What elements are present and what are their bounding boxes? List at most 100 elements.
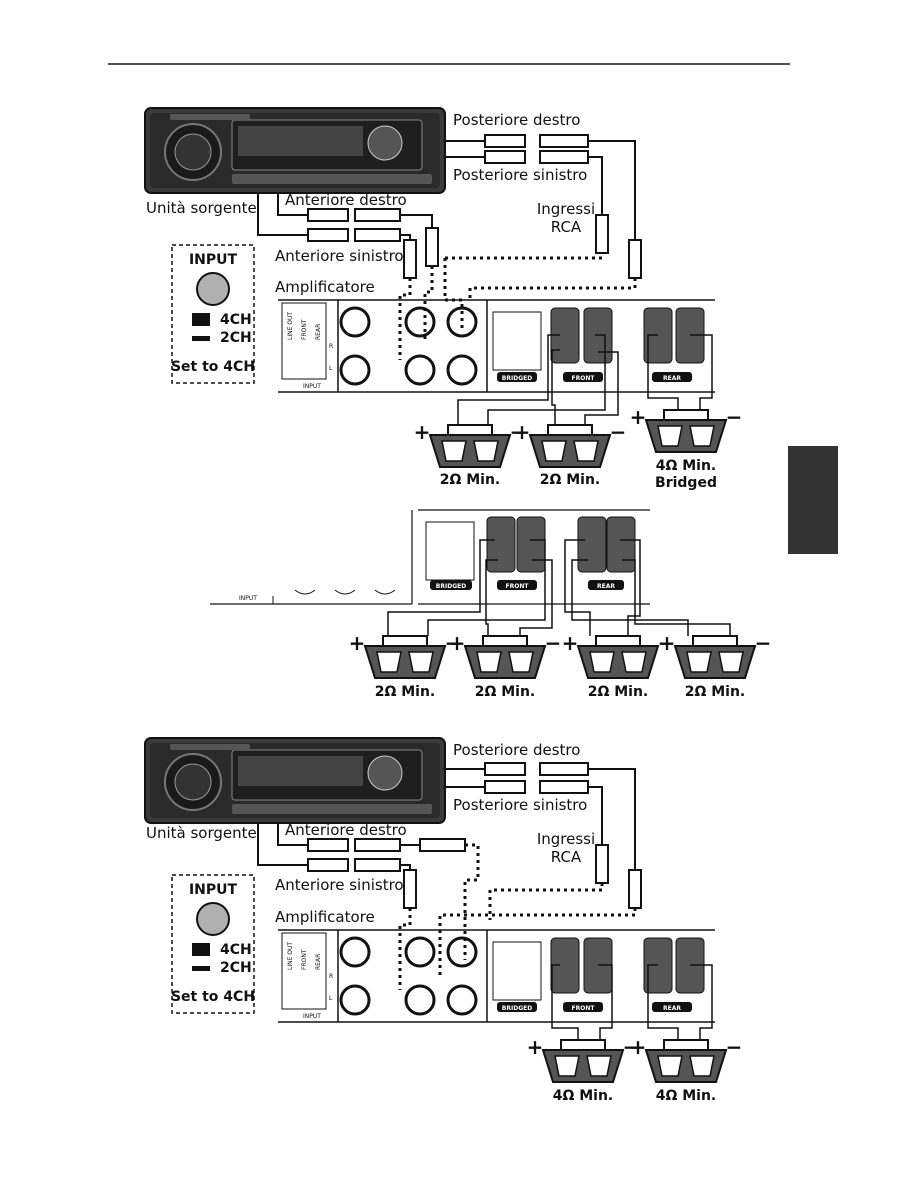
- speaker-2-impedance: 2Ω Min.: [475, 684, 536, 700]
- speaker-wires: [457, 334, 713, 425]
- svg-text:−: −: [610, 420, 627, 444]
- speaker-wires: [551, 964, 713, 1040]
- front-tab: FRONT: [572, 375, 596, 382]
- line-out-label: LINE OUT: [287, 942, 294, 970]
- language-thumb-tab: [788, 446, 838, 554]
- l-label: L: [329, 365, 333, 372]
- input-panel-label: INPUT: [303, 1013, 321, 1020]
- set-to-4ch-label: Set to 4CH: [171, 359, 255, 375]
- rca-inputs-label-line1: Ingressi: [537, 200, 595, 218]
- d1-speaker-3-icon: +−: [630, 405, 743, 453]
- diagram-4ch-2-speakers: [144, 737, 715, 1040]
- amplifier-panel: [210, 509, 650, 605]
- speaker-1-impedance: 2Ω Min.: [375, 684, 436, 700]
- input-panel-label: INPUT: [239, 595, 257, 602]
- front-input-label: FRONT: [301, 949, 308, 970]
- option-4ch: 4CH: [220, 942, 252, 958]
- rear-input-label: REAR: [315, 324, 322, 340]
- option-2ch: 2CH: [220, 960, 252, 976]
- head-unit: [144, 737, 446, 824]
- svg-text:+: +: [349, 631, 366, 655]
- speaker-3-impedance: 2Ω Min.: [588, 684, 649, 700]
- r-label: R: [329, 343, 333, 350]
- input-selector-box: [171, 244, 255, 384]
- rca-inputs-label-line2: RCA: [551, 218, 582, 236]
- front-tab: FRONT: [572, 1005, 596, 1012]
- option-2ch: 2CH: [220, 330, 252, 346]
- speaker-1-impedance: 2Ω Min.: [440, 472, 501, 488]
- svg-text:+: +: [630, 1035, 647, 1059]
- svg-text:−: −: [726, 1035, 743, 1059]
- amplifier-panel: [278, 929, 715, 1023]
- bridged-tab: BRIDGED: [436, 583, 466, 590]
- front-left-label: Anteriore sinistro: [275, 247, 404, 265]
- d2-speaker-1-icon: +−: [349, 631, 462, 679]
- set-to-4ch-label: Set to 4CH: [171, 989, 255, 1005]
- svg-text:+: +: [562, 631, 579, 655]
- d2-speaker-4-icon: +−: [659, 631, 772, 679]
- d2-speaker-3-icon: +−: [562, 631, 675, 679]
- input-selector-title: INPUT: [189, 882, 238, 898]
- speaker-1-impedance: 4Ω Min.: [553, 1088, 614, 1104]
- svg-text:−: −: [545, 631, 562, 655]
- front-tab: FRONT: [506, 583, 530, 590]
- svg-text:−: −: [510, 420, 527, 444]
- speaker-2-impedance: 4Ω Min.: [656, 1088, 717, 1104]
- svg-text:+: +: [630, 405, 647, 429]
- svg-text:−: −: [755, 631, 772, 655]
- svg-text:−: −: [623, 1035, 640, 1059]
- amplifier-label: Amplificatore: [275, 908, 375, 926]
- rear-rca-cables: [445, 134, 642, 279]
- head-unit: [144, 107, 446, 194]
- input-switch-button: [196, 272, 230, 306]
- speaker-wires: [387, 539, 731, 636]
- input-selector-title: INPUT: [189, 252, 238, 268]
- option-4ch: 4CH: [220, 312, 252, 328]
- svg-text:+: +: [527, 1035, 544, 1059]
- rear-left-label: Posteriore sinistro: [453, 166, 587, 184]
- rca-inputs-label-line1: Ingressi: [537, 830, 595, 848]
- diagram-4ch-4-speakers: [210, 509, 731, 636]
- signal-paths: [398, 843, 637, 990]
- diagram-4ch-bridged: [144, 107, 715, 425]
- rca-inputs-label-line2: RCA: [551, 848, 582, 866]
- source-unit-label: Unità sorgente: [146, 199, 257, 217]
- front-left-label: Anteriore sinistro: [275, 876, 404, 894]
- svg-text:+: +: [659, 631, 676, 655]
- input-switch-button: [196, 902, 230, 936]
- input-selector-box: [171, 874, 255, 1014]
- svg-text:+: +: [514, 420, 531, 444]
- rear-tab: REAR: [663, 1005, 681, 1012]
- rear-tab: REAR: [597, 583, 615, 590]
- d1-speaker-2-icon: +−: [514, 420, 627, 468]
- l-label: L: [329, 995, 333, 1002]
- svg-text:+: +: [414, 420, 431, 444]
- input-panel-label: INPUT: [303, 383, 321, 390]
- r-label: R: [329, 973, 333, 980]
- bridged-tab: BRIDGED: [502, 375, 532, 382]
- svg-text:+: +: [449, 631, 466, 655]
- speaker-3-impedance: 4Ω Min.: [656, 458, 717, 474]
- speaker-3-note: Bridged: [655, 475, 717, 491]
- front-rca-cables: [257, 823, 466, 909]
- svg-text:−: −: [445, 631, 462, 655]
- d3-speaker-2-icon: +−: [630, 1035, 743, 1083]
- rear-left-label: Posteriore sinistro: [453, 796, 587, 814]
- front-rca-cables: [257, 193, 439, 279]
- source-unit-label: Unità sorgente: [146, 824, 257, 842]
- front-input-label: FRONT: [301, 319, 308, 340]
- bridged-tab: BRIDGED: [502, 1005, 532, 1012]
- d1-speaker-1-icon: +−: [414, 420, 527, 468]
- amplifier-label: Amplificatore: [275, 278, 375, 296]
- svg-text:−: −: [726, 405, 743, 429]
- d2-speaker-2-icon: +−: [449, 631, 562, 679]
- rear-right-label: Posteriore destro: [453, 111, 580, 129]
- speaker-4-impedance: 2Ω Min.: [685, 684, 746, 700]
- line-out-label: LINE OUT: [287, 312, 294, 340]
- svg-text:−: −: [658, 631, 675, 655]
- front-right-label: Anteriore destro: [285, 191, 407, 209]
- speaker-2-impedance: 2Ω Min.: [540, 472, 601, 488]
- rear-rca-cables: [445, 762, 642, 909]
